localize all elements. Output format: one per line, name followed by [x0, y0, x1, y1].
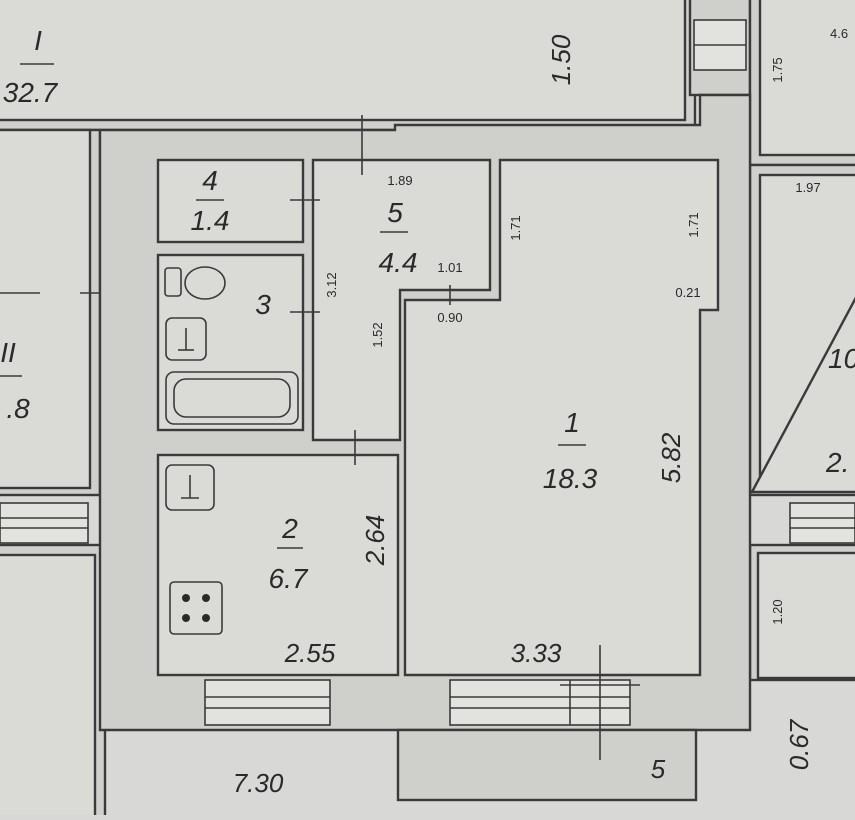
dim-3-33: 3.33: [511, 638, 562, 668]
room-1-number: 1: [564, 407, 580, 438]
dim-3-12: 3.12: [324, 272, 339, 297]
dim-1-89: 1.89: [387, 173, 412, 188]
room-4-area: 1.4: [191, 205, 230, 236]
room-3-number: 3: [255, 289, 271, 320]
room-5-number: 5: [387, 197, 403, 228]
room-2-number: 2: [281, 513, 298, 544]
room-labels: 1 18.3 2 6.7 3 4 1.4 5 4.4: [191, 165, 598, 594]
dim-1-52: 1.52: [370, 322, 385, 347]
neighbor-top-left-number: I: [34, 25, 42, 56]
dim-1-75: 1.75: [770, 57, 785, 82]
neighbor-labels: I 32.7 II .8 4.6 10 2.: [0, 25, 855, 478]
rooms: [156, 158, 720, 677]
room-1: [403, 158, 720, 677]
room-3: [156, 253, 305, 432]
sink-icon: [165, 317, 207, 361]
kitchen-sink-icon: [165, 464, 215, 511]
room-5-area: 4.4: [379, 247, 418, 278]
dim-0-21: 0.21: [675, 285, 700, 300]
room-2-area: 6.7: [269, 563, 309, 594]
dim-1-01: 1.01: [437, 260, 462, 275]
balcony: [396, 728, 698, 802]
dim-1-71-corridor: 1.71: [508, 215, 523, 240]
dim-1-71-room: 1.71: [686, 212, 701, 237]
balcony-label: 5: [651, 754, 666, 784]
dim-1-20: 1.20: [770, 599, 785, 624]
neighbor-top-left-area: 32.7: [3, 77, 59, 108]
neighbor-right-area: 2.: [825, 447, 849, 478]
stove-icon: [169, 581, 223, 635]
dim-2-64: 2.64: [360, 515, 390, 567]
bathtub-icon: [165, 371, 299, 425]
dim-0-67: 0.67: [784, 718, 814, 770]
room-2: [156, 453, 400, 677]
dim-1-50: 1.50: [546, 34, 576, 85]
toilet-icon: [164, 266, 226, 300]
room-1-area: 18.3: [543, 463, 598, 494]
neighbor-left-number: II: [0, 337, 16, 368]
dimension-labels: 1.50 1.75 1.89 1.71 1.71 1.01 0.90 0.21 …: [233, 34, 821, 798]
dim-5-82: 5.82: [656, 432, 686, 483]
neighbor-right-number: 10: [828, 343, 855, 374]
dim-7-30: 7.30: [233, 768, 284, 798]
neighbor-left-area: .8: [6, 393, 30, 424]
room-4-number: 4: [202, 165, 218, 196]
neighbor-top-right-area: 4.6: [830, 26, 848, 41]
room-4: [156, 158, 305, 244]
dim-0-90: 0.90: [437, 310, 462, 325]
room-5: [311, 158, 492, 442]
fixtures: [164, 115, 640, 760]
dim-2-55: 2.55: [284, 638, 336, 668]
dim-1-97: 1.97: [795, 180, 820, 195]
